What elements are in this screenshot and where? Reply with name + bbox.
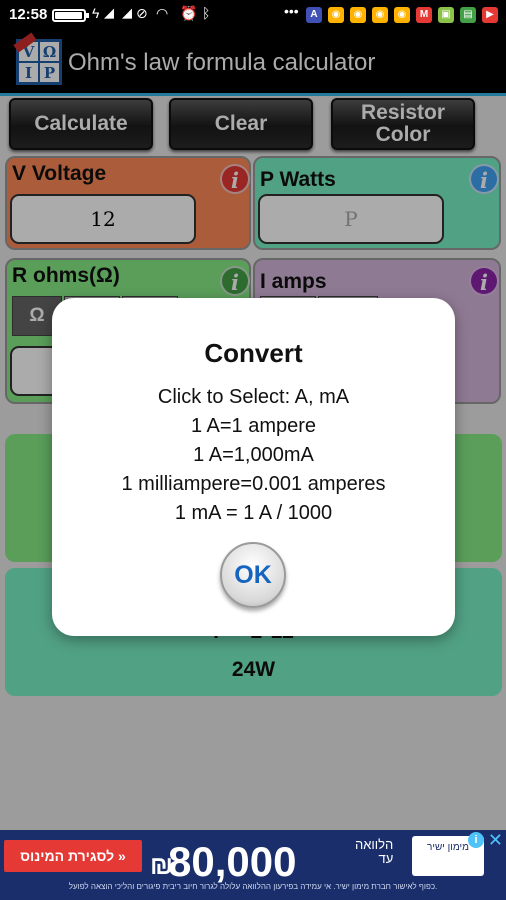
resistor-color-label-line2: Color: [375, 123, 431, 146]
logo-letter: Ω: [39, 41, 60, 62]
voltage-panel: V Voltage i 12: [5, 156, 251, 250]
ad-upto-line1: הלוואה: [355, 837, 394, 852]
ohms-info-icon[interactable]: i: [220, 266, 250, 296]
alarm-icon: ⏰: [180, 5, 198, 21]
status-bar: 12:58 ϟ ◢ ◢ ⊘ ◠ ⏰ ᛒ ••• A ◉ ◉ ◉ ◉ M ▣ ▤ …: [0, 0, 506, 30]
calculate-button[interactable]: Calculate: [9, 98, 153, 150]
app-title-bar: V Ω I P Ohm's law formula calculator: [0, 30, 506, 96]
ad-upto: הלוואה עד: [355, 838, 393, 866]
ad-close-icon[interactable]: ✕: [487, 830, 503, 850]
resistor-color-button[interactable]: Resistor Color: [331, 98, 475, 150]
youtube-icon: ▶: [482, 7, 498, 23]
dialog-line: Click to Select: A, mA: [157, 386, 350, 408]
notification-app-icon: ▤: [460, 7, 476, 23]
clear-button[interactable]: Clear: [169, 98, 313, 150]
dialog-line: 1 A=1 ampere: [190, 415, 317, 437]
voltage-input[interactable]: 12: [10, 194, 196, 244]
notification-app-icon: ◉: [372, 7, 388, 23]
no-disturb-icon: ⊘: [136, 5, 148, 21]
ohms-label: R ohms(Ω): [12, 264, 120, 287]
bluetooth-icon: ᛒ: [202, 5, 211, 21]
ad-fine-print: כפוף לאישור חברת מימון ישיר. אי עמידה בפ…: [68, 882, 438, 891]
signal-icon: ◢: [122, 5, 132, 20]
amps-label: I amps: [260, 270, 327, 293]
notification-app-icon: ◉: [394, 7, 410, 23]
calculate-button-label: Calculate: [34, 112, 128, 135]
gmail-icon: M: [416, 7, 432, 23]
ad-amount: 80,000: [168, 838, 297, 885]
amps-info-icon[interactable]: i: [469, 266, 499, 296]
more-notifications-icon: •••: [284, 3, 299, 19]
notification-app-icon: A: [306, 7, 322, 23]
clear-button-label: Clear: [214, 112, 268, 135]
battery-icon: [52, 9, 89, 22]
signal-icon: ◢: [104, 5, 114, 20]
app-logo-icon: V Ω I P: [13, 32, 62, 85]
battery-level: [55, 12, 82, 19]
logo-letter: I: [18, 62, 39, 83]
watts-panel: P Watts i P: [253, 156, 501, 250]
watts-input[interactable]: P: [258, 194, 444, 244]
app-title: Ohm's law formula calculator: [68, 49, 376, 76]
status-time: 12:58: [9, 6, 48, 23]
logo-letter: P: [39, 62, 60, 83]
notification-app-icon: ◉: [350, 7, 366, 23]
voltage-label: V Voltage: [12, 162, 107, 185]
result-watts-value: 24W: [231, 658, 276, 681]
charging-icon: ϟ: [92, 5, 100, 21]
dialog-title: Convert: [204, 338, 303, 368]
notification-app-icon: ◉: [328, 7, 344, 23]
ad-info-icon[interactable]: i: [468, 832, 484, 848]
watts-label: P Watts: [260, 168, 336, 191]
ad-banner[interactable]: לסגירת המינוס » ₪ 80,000 הלוואה עד מימון…: [0, 830, 506, 900]
voltage-info-icon[interactable]: i: [220, 164, 250, 194]
ok-button[interactable]: OK: [220, 542, 286, 608]
notification-app-icon: ▣: [438, 7, 454, 23]
watts-info-icon[interactable]: i: [469, 164, 499, 194]
ad-upto-line2: עד: [378, 851, 394, 866]
wifi-icon: ◠: [156, 5, 169, 21]
resistor-color-label-line1: Resistor: [360, 101, 446, 124]
ad-currency: ₪: [150, 850, 173, 880]
dialog-line: 1 milliampere=0.001 amperes: [121, 473, 386, 495]
ad-cta-button[interactable]: לסגירת המינוס »: [4, 840, 142, 872]
convert-dialog: Convert Click to Select: A, mA 1 A=1 amp…: [52, 298, 455, 636]
dialog-line: 1 A=1,000mA: [193, 444, 314, 466]
dialog-line: 1 mA = 1 A / 1000: [174, 502, 333, 524]
